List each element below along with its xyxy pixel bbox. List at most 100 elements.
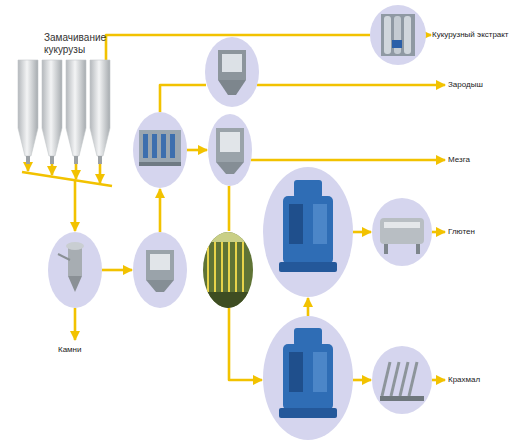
washing-screen-symbol <box>242 242 244 292</box>
hydrocyclone-symbol <box>218 80 246 95</box>
washing-screen-symbol <box>207 242 209 292</box>
output-label: Крахмал <box>448 375 480 385</box>
washing-screen-symbol <box>235 242 237 292</box>
output-label: Зародыш <box>448 80 483 90</box>
mill-symbol <box>150 254 170 270</box>
flow-arrow <box>432 379 445 382</box>
flow-arrow <box>51 164 54 175</box>
equipment-circle <box>133 232 187 308</box>
flow-arrow <box>159 189 162 232</box>
equipment-circle <box>370 5 426 65</box>
separator-symbol <box>294 180 322 198</box>
silo-symbol <box>90 60 110 164</box>
separator-symbol <box>279 408 337 418</box>
evaporator-symbol <box>384 16 391 54</box>
hydrocyclone-symbol <box>400 362 408 396</box>
silo-body <box>90 60 110 156</box>
flow-line <box>228 186 231 231</box>
node-title: Замачивание кукурузы <box>44 32 116 56</box>
dryer-symbol <box>384 244 388 254</box>
output-label: Мезга <box>448 155 470 165</box>
mill-symbol <box>152 134 157 158</box>
flow-arrow <box>307 298 310 316</box>
mill-symbol <box>146 280 174 292</box>
dryer-symbol <box>384 222 420 228</box>
silo-outlet <box>74 156 78 164</box>
flow-arrow <box>432 231 445 234</box>
hydrocyclone-symbol <box>380 396 424 401</box>
flow-arrow <box>75 164 78 179</box>
flow-arrow <box>257 84 445 87</box>
silo-outlet <box>26 156 30 164</box>
output-label: Кукурузный экстракт <box>432 30 509 40</box>
hydrocyclone-symbol <box>382 362 390 396</box>
separator-symbol <box>294 328 322 346</box>
flow-arrow <box>187 149 207 152</box>
equipment-circle <box>372 198 432 266</box>
silo-outlet <box>98 156 102 164</box>
mill-symbol <box>139 162 181 166</box>
flow-arrow <box>426 34 431 37</box>
flow-arrow <box>353 379 371 382</box>
destoner-symbol <box>66 242 84 250</box>
screen-symbol <box>216 128 244 162</box>
destoner-symbol <box>58 254 70 260</box>
hydrocyclone-symbol <box>391 362 399 396</box>
process-node: Замачивание кукурузы <box>14 28 114 178</box>
destoner-symbol <box>68 246 82 276</box>
washing-screen-symbol <box>228 242 230 292</box>
equipment-circle <box>263 167 353 297</box>
separator-symbol <box>313 352 327 392</box>
flow-arrow <box>74 308 77 340</box>
silo-outlet <box>50 156 54 164</box>
mill-symbol <box>146 250 174 280</box>
destoner-symbol <box>68 276 82 292</box>
separator-symbol <box>283 196 333 264</box>
evaporator-symbol <box>404 16 411 54</box>
silo-body <box>66 60 86 156</box>
mill-symbol <box>161 134 166 158</box>
hydrocyclone-symbol <box>409 362 417 396</box>
dryer-symbol <box>380 218 424 244</box>
hydrocyclone-symbol <box>222 54 242 72</box>
hydrocyclone-symbol <box>218 50 246 80</box>
collector-line <box>22 172 112 186</box>
separator-symbol <box>279 262 337 272</box>
equipment-circle <box>372 346 432 414</box>
mill-symbol <box>170 134 175 158</box>
washing-screen-symbol <box>221 242 223 292</box>
washing-screen-symbol <box>200 292 260 312</box>
silo-symbol <box>18 60 38 164</box>
washing-screen-symbol <box>200 232 260 242</box>
evaporator-symbol <box>392 40 402 48</box>
mill-symbol <box>139 130 181 162</box>
separator-symbol <box>313 204 327 244</box>
silo-body <box>18 60 38 156</box>
output-label: Глютен <box>448 227 475 237</box>
silo-symbol <box>66 60 86 164</box>
dryer-symbol <box>416 244 420 254</box>
equipment-circle <box>48 232 102 308</box>
equipment-circle <box>263 316 353 440</box>
silo-body <box>42 60 62 156</box>
flow-arrow <box>99 164 102 183</box>
separator-symbol <box>289 204 303 244</box>
flow-arrow <box>251 159 445 162</box>
separator-symbol <box>283 344 333 410</box>
equipment-circle <box>208 114 252 186</box>
evaporator-symbol <box>394 16 401 54</box>
mill-symbol <box>143 134 148 158</box>
flow-arrow <box>353 231 371 234</box>
washing-screen-symbol <box>214 242 216 292</box>
evaporator-symbol <box>381 14 415 56</box>
output-label: Камни <box>58 345 82 355</box>
flow-arrow <box>74 180 77 231</box>
flow-arrow <box>27 164 30 171</box>
separator-symbol <box>289 352 303 392</box>
screen-symbol <box>220 132 240 152</box>
flow-line <box>160 85 206 112</box>
silo-symbol <box>42 60 62 164</box>
equipment-circle <box>205 37 259 107</box>
